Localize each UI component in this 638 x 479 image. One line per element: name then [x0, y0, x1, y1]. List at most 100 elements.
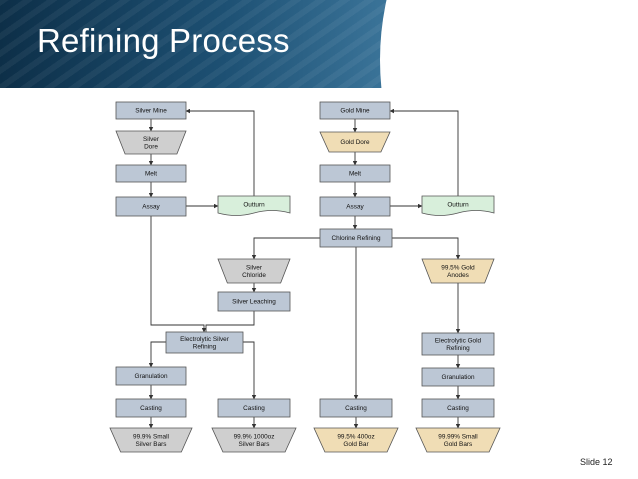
connector-electrolytic-silver-to-granulation: [148, 341, 166, 368]
connector-electrolytic-silver-to-casting: [243, 341, 257, 400]
flow-node-silver-mine: Silver Mine: [115, 101, 187, 120]
flow-node-label: 99.5% 400oz: [337, 434, 374, 441]
flow-node-g-outturn: Outturn: [421, 195, 495, 216]
flow-node-label: Gold Mine: [340, 108, 370, 115]
flow-node-label: Casting: [140, 405, 162, 412]
connector-gold-outturn-to-mine: [389, 108, 459, 196]
flow-node-shape: [115, 164, 187, 183]
flow-node-shape: [319, 398, 393, 418]
flow-node-shape: [319, 101, 391, 120]
flow-node-shape: [217, 258, 291, 284]
flow-connectors: [148, 108, 461, 429]
flow-node-label: Assay: [346, 204, 364, 211]
flow-node-shape: [421, 258, 495, 284]
flow-node-label: Silver: [246, 265, 263, 272]
flow-node-label: 99.5% Gold: [441, 265, 475, 272]
flow-node-shape: [313, 427, 399, 453]
flow-node-s-melt: Melt: [115, 164, 187, 183]
flow-node-label: Casting: [243, 405, 265, 412]
flow-node-shape: [115, 101, 187, 120]
flow-node-g-melt: Melt: [319, 164, 391, 183]
flow-node-label: Electrolytic Gold: [435, 338, 482, 345]
flow-node-label: Silver: [143, 136, 160, 143]
flow-node-label: Chlorine Refining: [331, 235, 380, 242]
flow-node-chlorine: Chlorine Refining: [319, 228, 393, 248]
flow-node-label: Melt: [145, 171, 157, 178]
flow-node-label: Silver Leaching: [232, 299, 276, 306]
flow-node-label: Gold Dore: [340, 139, 370, 146]
flow-node-label: Granulation: [441, 374, 474, 381]
flow-node-label: 99.9% Small: [133, 434, 169, 441]
flow-node-label: Casting: [447, 405, 469, 412]
flow-node-shape: [319, 228, 393, 248]
flow-node-shape: [217, 195, 291, 216]
connector-chlorine-to-gold-anodes: [392, 237, 461, 260]
flow-node-shape: [217, 291, 291, 312]
flow-node-gold-dore: Gold Dore: [319, 131, 391, 153]
flow-node-label: Chloride: [242, 272, 266, 279]
flow-node-label: Melt: [349, 171, 361, 178]
flow-node-shape: [319, 131, 391, 153]
flow-node-shape: [421, 332, 495, 356]
connector-silver-outturn-to-mine: [185, 108, 255, 196]
header-arc: [380, 0, 638, 88]
flow-node-label: Outturn: [447, 202, 469, 209]
flow-node-label: 99.9% 1000oz: [234, 434, 275, 441]
flow-node-s-outturn: Outturn: [217, 195, 291, 216]
header-texture: [0, 0, 420, 88]
flow-node-label: Refining: [193, 343, 217, 350]
connector-silver-assay-to-electrolytic: [150, 216, 207, 333]
flow-node-label: Casting: [345, 405, 367, 412]
flow-node-shape: [165, 331, 244, 354]
flow-node-cast1: Casting: [115, 398, 187, 418]
flow-node-shape: [421, 195, 495, 216]
flow-node-shape: [319, 164, 391, 183]
flow-node-shape: [421, 367, 495, 387]
connector-leaching-to-electrolytic: [205, 311, 255, 332]
flow-node-gold-mine: Gold Mine: [319, 101, 391, 120]
slide-number: Slide 12: [580, 457, 613, 467]
slide-title: Refining Process: [37, 22, 290, 59]
flow-node-g-gran: Granulation: [421, 367, 495, 387]
flow-node-shape: [115, 366, 187, 386]
flow-node-shape: [115, 130, 187, 155]
connector-chlorine-to-silver-chloride: [251, 237, 320, 260]
flow-node-label: Electrolytic Silver: [180, 336, 230, 343]
flow-node-s-assay: Assay: [115, 196, 187, 217]
flow-node-label: Assay: [142, 204, 160, 211]
flow-node-label: Anodes: [447, 272, 469, 279]
flow-node-shape: [115, 398, 187, 418]
flow-node-label: Outturn: [243, 202, 265, 209]
flow-node-label: Silver Bars: [136, 441, 167, 448]
flow-node-s-gran: Granulation: [115, 366, 187, 386]
flow-node-label: Dore: [144, 143, 158, 150]
flow-node-shape: [319, 196, 391, 217]
flow-node-cast4: Casting: [421, 398, 495, 418]
flow-node-label: Granulation: [134, 373, 167, 380]
flow-node-cast3: Casting: [319, 398, 393, 418]
flow-node-label: Refining: [446, 345, 470, 352]
flow-node-label: 99.99% Small: [438, 434, 477, 441]
flow-node-cast2: Casting: [217, 398, 291, 418]
flow-node-silver-leaching: Silver Leaching: [217, 291, 291, 312]
flow-node-shape: [115, 196, 187, 217]
flow-node-shape: [421, 398, 495, 418]
flow-node-g-assay: Assay: [319, 196, 391, 217]
flow-node-label: Gold Bars: [444, 441, 472, 448]
flow-node-shape: [211, 427, 297, 453]
flow-node-label: Silver Bars: [239, 441, 270, 448]
flow-node-shape: [415, 427, 501, 453]
flow-node-shape: [217, 398, 291, 418]
flow-node-shape: [109, 427, 193, 453]
